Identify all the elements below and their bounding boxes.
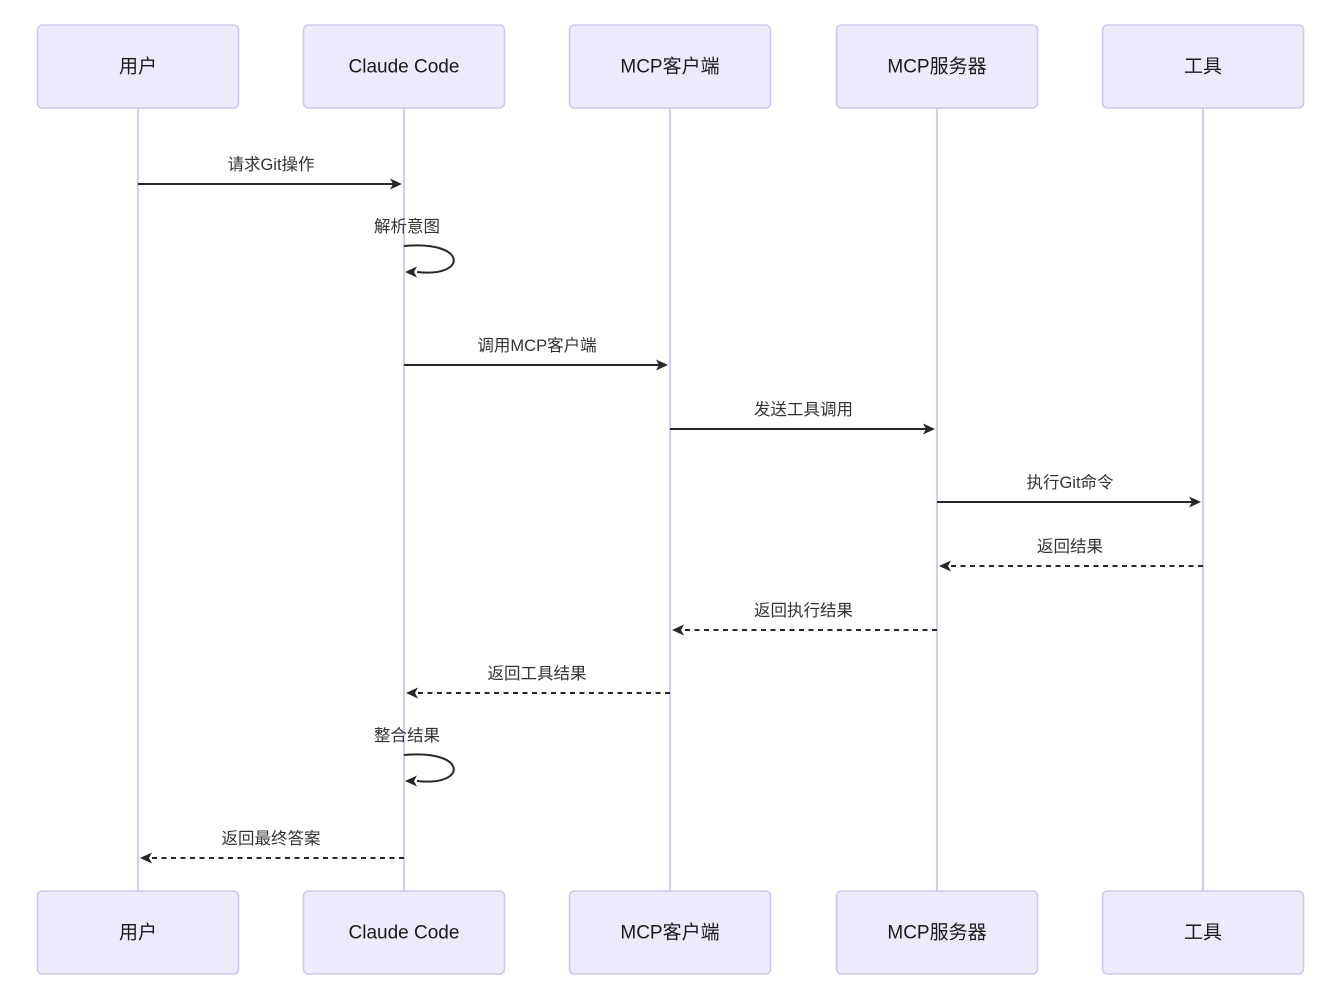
- message-5-mcp_server-to-tool[interactable]: 执行Git命令: [937, 473, 1201, 508]
- message-arrowhead: [656, 359, 668, 371]
- participant-tool-top[interactable]: 工具: [1101, 24, 1305, 109]
- message-label: 调用MCP客户端: [477, 336, 596, 355]
- participant-label-claude: Claude Code: [349, 923, 460, 944]
- participant-box-claude[interactable]: [302, 890, 506, 975]
- message-4-mcp_client-to-mcp_server[interactable]: 发送工具调用: [670, 400, 935, 435]
- participants-bottom: 用户 Claude Code MCP客户端 MCP服务器 工具: [36, 890, 1305, 975]
- participant-box-user[interactable]: [36, 24, 240, 109]
- message-arrowhead: [1189, 496, 1201, 508]
- message-label: 返回最终答案: [222, 829, 322, 848]
- participant-tool-bottom[interactable]: 工具: [1101, 890, 1305, 975]
- participant-label-tool: 工具: [1184, 57, 1222, 78]
- message-10-claude-to-user[interactable]: 返回最终答案: [140, 829, 404, 864]
- participant-mcp_server-bottom[interactable]: MCP服务器: [835, 890, 1039, 975]
- lifelines-layer: [136, 108, 1205, 891]
- message-1-user-to-claude[interactable]: 请求Git操作: [138, 155, 402, 190]
- participant-box-mcp_client[interactable]: [568, 890, 772, 975]
- message-arrowhead: [939, 560, 951, 572]
- participant-claude-bottom[interactable]: Claude Code: [302, 890, 506, 975]
- self-loop-arrowhead: [405, 775, 417, 787]
- message-label: 返回执行结果: [754, 601, 853, 620]
- participant-label-user: 用户: [119, 56, 157, 78]
- participant-label-claude: Claude Code: [349, 57, 460, 78]
- message-arrowhead: [140, 852, 152, 864]
- message-9-claude-to-claude[interactable]: 整合结果: [374, 726, 455, 787]
- message-arrowhead: [672, 624, 684, 636]
- self-loop-arrowhead: [405, 266, 417, 278]
- participant-box-user[interactable]: [36, 890, 240, 975]
- message-label: 返回结果: [1037, 537, 1103, 556]
- message-label: 发送工具调用: [754, 400, 853, 419]
- participant-label-mcp_server: MCP服务器: [887, 922, 986, 944]
- participant-user-bottom[interactable]: 用户: [36, 890, 240, 975]
- message-6-tool-to-mcp_server[interactable]: 返回结果: [939, 537, 1203, 572]
- participants-top: 用户 Claude Code MCP客户端 MCP服务器 工具: [36, 24, 1305, 109]
- messages-layer: 请求Git操作解析意图调用MCP客户端发送工具调用执行Git命令返回结果返回执行…: [138, 155, 1203, 864]
- participant-box-tool[interactable]: [1101, 24, 1305, 109]
- message-label: 解析意图: [374, 217, 440, 236]
- participant-box-claude[interactable]: [302, 24, 506, 109]
- message-label: 请求Git操作: [227, 155, 314, 174]
- participant-label-user: 用户: [119, 922, 157, 944]
- participant-box-mcp_server[interactable]: [835, 24, 1039, 109]
- message-label: 整合结果: [374, 726, 440, 745]
- participant-box-tool[interactable]: [1101, 890, 1305, 975]
- participant-label-tool: 工具: [1184, 923, 1222, 944]
- participant-label-mcp_client: MCP客户端: [620, 56, 719, 78]
- message-label: 执行Git命令: [1026, 473, 1114, 492]
- participant-box-mcp_client[interactable]: [568, 24, 772, 109]
- participant-mcp_client-bottom[interactable]: MCP客户端: [568, 890, 772, 975]
- self-loop-path: [403, 753, 455, 783]
- participant-box-mcp_server[interactable]: [835, 890, 1039, 975]
- message-7-mcp_server-to-mcp_client[interactable]: 返回执行结果: [672, 601, 937, 636]
- participant-label-mcp_server: MCP服务器: [887, 56, 986, 78]
- message-arrowhead: [406, 687, 418, 699]
- message-8-mcp_client-to-claude[interactable]: 返回工具结果: [406, 664, 670, 699]
- message-arrowhead: [923, 423, 935, 435]
- self-loop-path: [403, 244, 455, 274]
- participant-mcp_client-top[interactable]: MCP客户端: [568, 24, 772, 109]
- message-2-claude-to-claude[interactable]: 解析意图: [374, 217, 455, 278]
- participant-label-mcp_client: MCP客户端: [620, 922, 719, 944]
- message-arrowhead: [390, 178, 402, 190]
- participant-claude-top[interactable]: Claude Code: [302, 24, 506, 109]
- participant-user-top[interactable]: 用户: [36, 24, 240, 109]
- message-label: 返回工具结果: [488, 664, 587, 683]
- message-3-claude-to-mcp_client[interactable]: 调用MCP客户端: [404, 336, 668, 371]
- participant-mcp_server-top[interactable]: MCP服务器: [835, 24, 1039, 109]
